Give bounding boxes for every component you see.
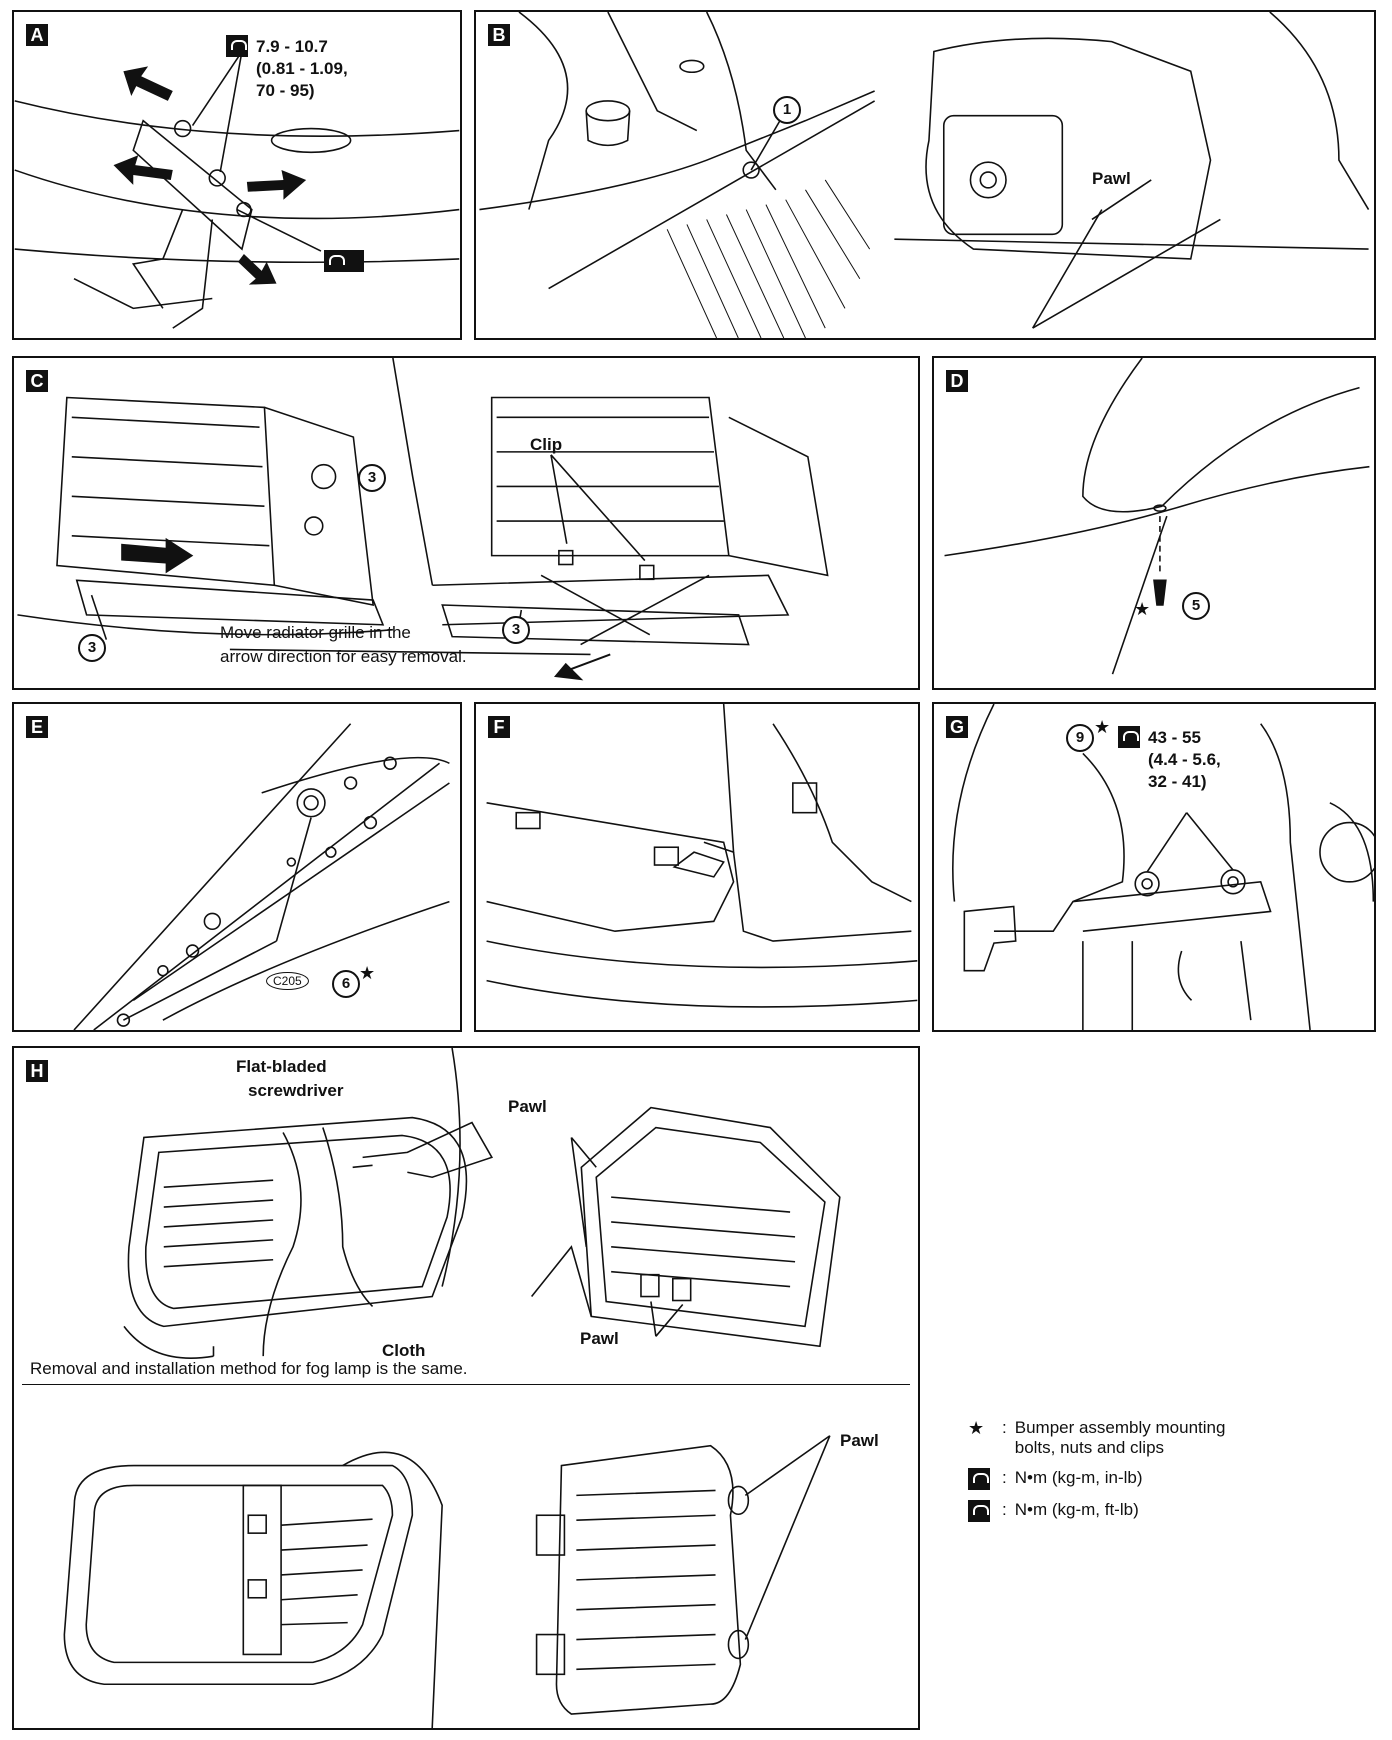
panel-h-cloth-label: Cloth (382, 1341, 426, 1360)
part-number-3-lower-right: 3 (502, 616, 530, 644)
panel-b-letter: B (488, 24, 510, 46)
legend-row-torque-small: : N•m (kg-m, in-lb) (968, 1468, 1388, 1490)
panel-c-letter: C (26, 370, 48, 392)
star-symbol-icon: ★ (968, 1418, 985, 1438)
part-number-3-lower-left: 3 (78, 634, 106, 662)
panel-g-torque-line-2: (4.4 - 5.6, (1148, 750, 1221, 769)
panel-c: C 3 3 3 Clip Move radiator grille in the… (12, 356, 920, 690)
panel-g: G 9 ★ 43 - 55 (4.4 - 5.6, 32 - 41) (932, 702, 1376, 1032)
torque-wrench-icon (226, 35, 248, 57)
panel-h-divider (22, 1384, 910, 1385)
panel-a-torque-line-3: 70 - 95) (256, 81, 315, 100)
panel-h-tool-line-2: screwdriver (248, 1081, 344, 1100)
panel-d: D ★ 5 (932, 356, 1376, 690)
panel-g-illustration (952, 704, 1374, 1030)
legend-row-torque-large: : N•m (kg-m, ft-lb) (968, 1500, 1388, 1522)
panel-c-clip-label: Clip (530, 435, 563, 454)
panel-h-illustration (63, 1048, 841, 1728)
panel-h-note: Removal and installation method for fog … (30, 1359, 468, 1378)
adjust-screw-icon (324, 250, 364, 272)
panel-f-illustration (486, 704, 918, 1008)
panel-b-pawl-label: Pawl (1092, 169, 1131, 188)
legend-star-text-line-2: bolts, nuts and clips (1014, 1438, 1165, 1457)
legend-colon: : (1002, 1468, 1007, 1487)
panel-a-torque-line-2: (0.81 - 1.09, (256, 59, 348, 78)
legend: ★ : Bumper assembly mounting bolts, nuts… (968, 1418, 1388, 1532)
legend-colon: : (1002, 1500, 1007, 1519)
panel-b: B 1 Pawl (474, 10, 1376, 340)
panel-h-pawl-label-mid: Pawl (580, 1329, 619, 1348)
panel-c-illustration (17, 358, 829, 681)
legend-colon: : (1002, 1418, 1007, 1437)
panel-h: H Flat-bladed screwdriver Pawl Pawl Clot… (12, 1046, 920, 1730)
legend-star-text: Bumper assembly mounting bolts, nuts and… (1015, 1418, 1226, 1458)
panel-h-letter: H (26, 1060, 48, 1082)
panel-a: A 7.9 - 10.7 (0.81 - 1.09, 70 - 95) (12, 10, 462, 340)
panel-d-star: ★ (1134, 599, 1151, 619)
panel-h-tool-line-1: Flat-bladed (236, 1057, 327, 1076)
panel-a-letter: A (26, 24, 48, 46)
panel-g-star: ★ (1094, 717, 1111, 737)
part-number-5: 5 (1182, 592, 1210, 620)
panel-e: E C205 6 ★ (12, 702, 462, 1032)
panel-c-note-line-2: arrow direction for easy removal. (220, 647, 467, 666)
panel-a-illustration (14, 51, 460, 329)
panel-c-note-line-1: Move radiator grille in the (220, 623, 411, 642)
panel-f: F (474, 702, 920, 1032)
panel-h-pawl-label-bottom: Pawl (840, 1431, 879, 1450)
panel-e-illustration (73, 723, 450, 1030)
torque-wrench-large-icon (1118, 726, 1140, 748)
panel-e-star: ★ (359, 963, 376, 983)
connector-c205-label: C205 (266, 972, 309, 990)
legend-row-star: ★ : Bumper assembly mounting bolts, nuts… (968, 1418, 1388, 1458)
panel-f-letter: F (488, 716, 510, 738)
panel-b-illustration (479, 12, 1370, 338)
panel-g-letter: G (946, 716, 968, 738)
part-number-9: 9 (1066, 724, 1094, 752)
panel-e-letter: E (26, 716, 48, 738)
torque-wrench-icon (968, 1468, 994, 1490)
part-number-6: 6 (332, 970, 360, 998)
part-number-3-upper: 3 (358, 464, 386, 492)
panel-g-torque-line-1: 43 - 55 (1148, 728, 1201, 747)
part-number-1: 1 (773, 96, 801, 124)
panel-a-torque-line-1: 7.9 - 10.7 (256, 37, 328, 56)
panel-g-torque-line-3: 32 - 41) (1148, 772, 1207, 791)
legend-star-text-line-1: Bumper assembly mounting (1014, 1418, 1226, 1437)
torque-wrench-large-icon (968, 1500, 994, 1522)
panel-h-pawl-label-top: Pawl (508, 1097, 547, 1116)
legend-torque-large-text: N•m (kg-m, ft-lb) (1014, 1500, 1139, 1519)
panel-d-letter: D (946, 370, 968, 392)
legend-torque-small-text: N•m (kg-m, in-lb) (1014, 1468, 1143, 1487)
panel-d-illustration (944, 358, 1370, 675)
